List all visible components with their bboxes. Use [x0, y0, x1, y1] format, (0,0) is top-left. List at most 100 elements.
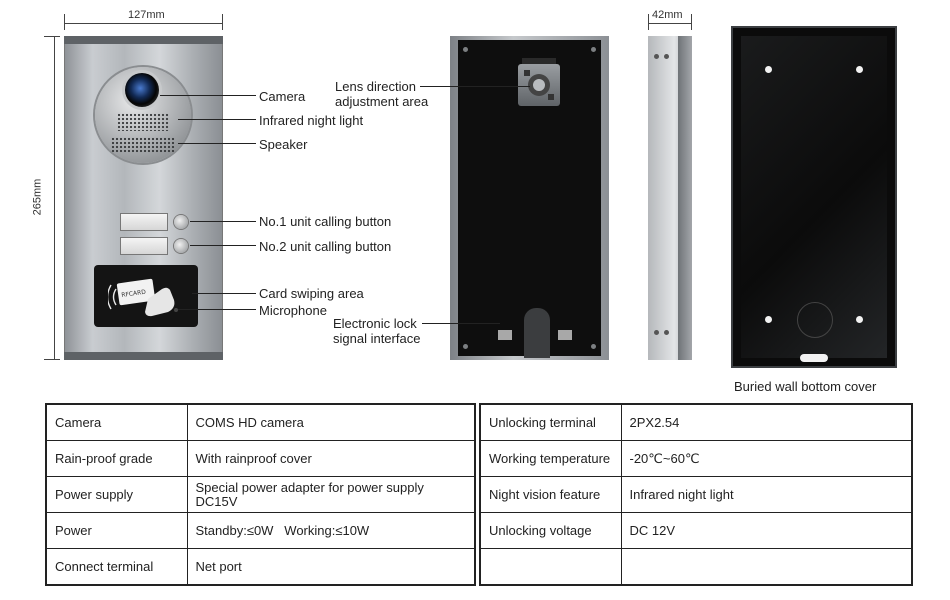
spec-value: COMS HD camera	[186, 403, 476, 441]
card-leader	[192, 293, 256, 294]
table-row: Working temperature-20℃~60℃	[479, 440, 913, 477]
unit2-leader	[190, 245, 256, 246]
spec-label	[479, 548, 622, 586]
electronic-lock-port	[524, 308, 550, 358]
width-tick-right	[222, 14, 223, 30]
spec-label: Connect terminal	[45, 548, 188, 586]
speaker-leader	[178, 143, 256, 144]
spec-value: Infrared night light	[620, 476, 913, 513]
wall-box	[731, 26, 897, 368]
spec-value: DC 12V	[620, 512, 913, 549]
card-callout: Card swiping area	[259, 286, 364, 301]
height-dimension-line	[54, 36, 55, 360]
depth-tick-right	[691, 14, 692, 30]
card-swipe-icon: RFCARD	[108, 278, 175, 317]
width-tick-left	[64, 14, 65, 30]
microphone-hole	[174, 308, 178, 312]
spec-value: -20℃~60℃	[620, 440, 913, 477]
unit1-callout: No.1 unit calling button	[259, 214, 392, 229]
name-plate-2	[120, 237, 168, 255]
card-reader[interactable]: RFCARD	[94, 265, 198, 327]
width-dimension-label: 127mm	[126, 9, 167, 21]
lens-callout-line2: adjustment area	[335, 94, 429, 109]
side-profile	[648, 36, 692, 360]
box-knockout	[797, 302, 833, 338]
side-profile-edge	[678, 36, 692, 360]
spec-label: Night vision feature	[479, 476, 622, 513]
lock-leader	[422, 323, 500, 324]
spec-label: Power	[45, 512, 188, 549]
spec-value: With rainproof cover	[186, 440, 476, 477]
call-button-1[interactable]	[174, 215, 188, 229]
height-tick-bottom	[44, 359, 60, 360]
lock-terminal-left	[498, 330, 512, 340]
back-screw-tr	[591, 47, 596, 52]
lens-callout-line1: Lens direction	[335, 79, 416, 94]
lock-callout-line2: signal interface	[333, 331, 421, 346]
back-screw-bl	[463, 344, 468, 349]
infrared-leader	[178, 119, 256, 120]
box-hole-tl	[765, 66, 772, 73]
camera-leader	[160, 95, 256, 96]
back-panel-inner	[458, 40, 601, 358]
lens-leader	[420, 86, 530, 87]
back-screw-br	[591, 344, 596, 349]
height-dimension-label: 265mm	[31, 176, 44, 218]
table-row	[479, 548, 913, 586]
box-cable-slot	[800, 354, 828, 362]
side-screw-4	[664, 330, 669, 335]
depth-tick-left	[648, 14, 649, 30]
spec-label: Camera	[45, 403, 188, 441]
spec-label: Unlocking voltage	[479, 512, 622, 549]
call-button-2[interactable]	[174, 239, 188, 253]
spec-value: 2PX2.54	[620, 403, 913, 441]
box-hole-br	[856, 316, 863, 323]
infrared-callout: Infrared night light	[259, 113, 364, 128]
unit1-leader	[190, 221, 256, 222]
mic-leader	[178, 309, 256, 310]
speaker-grille	[111, 137, 175, 153]
box-hole-tr	[856, 66, 863, 73]
lock-callout-line1: Electronic lock	[333, 316, 417, 331]
spec-value: Net port	[186, 548, 476, 586]
infrared-light-grid	[117, 113, 169, 131]
front-panel: RFCARD	[64, 36, 223, 360]
name-plate-1	[120, 213, 168, 231]
box-hole-bl	[765, 316, 772, 323]
height-tick-top	[44, 36, 60, 37]
spec-value	[620, 548, 913, 586]
speaker-callout: Speaker	[259, 137, 308, 152]
spec-value: Standby:≤0W Working:≤10W	[186, 512, 476, 549]
spec-label: Rain-proof grade	[45, 440, 188, 477]
side-screw-2	[664, 54, 669, 59]
depth-dimension-line	[648, 23, 692, 24]
spec-label: Unlocking terminal	[479, 403, 622, 441]
lock-terminal-right	[558, 330, 572, 340]
camera-module	[95, 67, 191, 163]
camera-lens-icon	[125, 73, 159, 107]
mic-callout: Microphone	[259, 303, 327, 318]
side-screw-3	[654, 330, 659, 335]
wall-box-caption: Buried wall bottom cover	[734, 379, 877, 394]
spec-label: Working temperature	[479, 440, 622, 477]
spec-value: Special power adapter for power supply D…	[186, 476, 476, 513]
back-panel	[450, 36, 609, 360]
side-screw-1	[654, 54, 659, 59]
depth-dimension-label: 42mm	[651, 9, 684, 21]
spec-label: Power supply	[45, 476, 188, 513]
width-dimension-line	[64, 23, 223, 24]
unit2-callout: No.2 unit calling button	[259, 239, 392, 254]
card-logo-text: RFCARD	[121, 289, 147, 299]
lens-adjust-knob-icon[interactable]	[518, 64, 560, 106]
camera-callout: Camera	[259, 89, 306, 104]
